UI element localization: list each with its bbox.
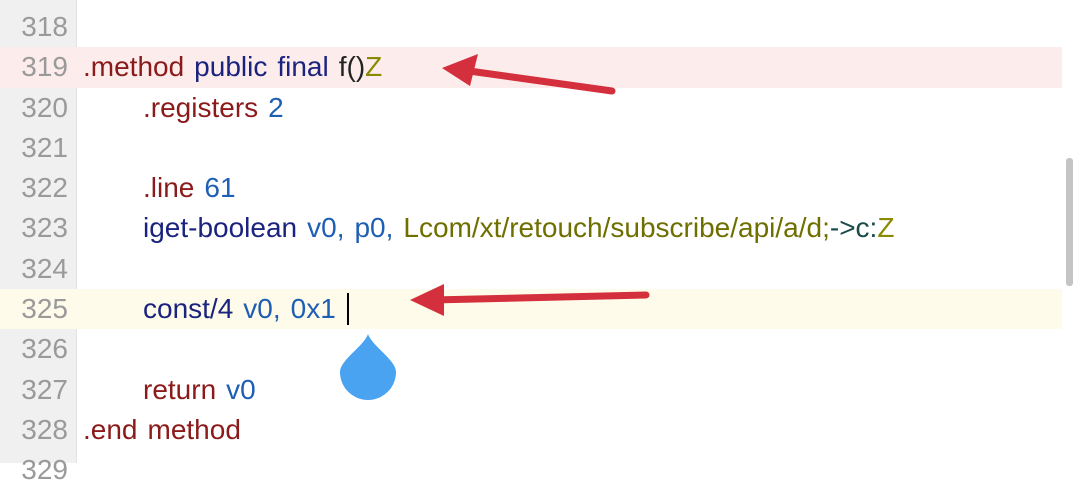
code-token: ->c:	[829, 212, 878, 244]
line-number: 328	[21, 413, 68, 445]
code-token: f()	[338, 51, 366, 83]
code-text: .method public final f()Z	[83, 47, 392, 87]
line-number: 322	[21, 172, 68, 204]
code-text: .line 61	[143, 168, 246, 208]
code-line[interactable]: 320 .registers 2	[0, 88, 1062, 128]
code-token: v0	[226, 373, 256, 405]
code-token: return	[143, 373, 217, 405]
code-token: iget-boolean	[143, 212, 298, 244]
code-line[interactable]: 328 .end method	[0, 410, 1062, 450]
code-line[interactable]: 324	[0, 249, 1062, 289]
annotation-arrows	[410, 54, 650, 316]
code-line[interactable]: 323 iget-boolean v0, p0, Lcom/xt/retouch/sub…	[0, 208, 1062, 248]
code-token: v0,	[243, 293, 281, 325]
code-token: const/4	[143, 293, 234, 325]
text-cursor-handle-icon[interactable]	[338, 332, 398, 400]
code-token: 2	[268, 91, 284, 123]
code-line[interactable]: 327 return v0	[0, 370, 1062, 410]
vertical-scrollbar[interactable]	[1066, 158, 1073, 286]
code-text: .registers 2	[143, 88, 294, 128]
code-token: 0x1	[290, 293, 336, 325]
text-caret	[346, 293, 349, 326]
line-number: 326	[21, 333, 68, 365]
code-line[interactable]: 326	[0, 329, 1062, 369]
code-token: 61	[204, 172, 236, 204]
code-token: v0,	[307, 212, 345, 244]
line-number: 324	[21, 252, 68, 284]
code-line[interactable]: 319 .method public final f()Z	[0, 47, 1062, 88]
code-text: const/4 v0, 0x1	[143, 289, 346, 329]
code-token: method	[147, 413, 241, 445]
code-token: .line	[143, 172, 195, 204]
code-token: Lcom/xt/retouch/subscribe/api/a/d;	[403, 212, 830, 244]
code-token: p0,	[354, 212, 394, 244]
line-number: 318	[21, 11, 68, 42]
code-line[interactable]: 318	[0, 7, 1062, 47]
code-token: final	[277, 51, 329, 83]
code-token: Z	[877, 212, 895, 244]
line-number: 325	[21, 293, 68, 325]
code-line[interactable]: 322 .line 61	[0, 168, 1062, 208]
arrow-to-line-319	[442, 54, 616, 95]
line-number: 319	[21, 51, 68, 83]
arrow-to-line-325	[410, 284, 650, 316]
line-number: 321	[21, 131, 68, 163]
code-token: .end	[83, 413, 138, 445]
code-text: return v0	[143, 370, 266, 410]
code-text: .end method	[83, 410, 251, 450]
line-number: 323	[21, 212, 68, 244]
code-token: .registers	[143, 91, 259, 123]
line-number: 320	[21, 91, 68, 123]
code-token: Z	[365, 51, 383, 83]
code-line[interactable]: 321	[0, 128, 1062, 168]
code-token: .method	[83, 51, 185, 83]
code-text: iget-boolean v0, p0, Lcom/xt/retouch/subscr…	[143, 208, 904, 248]
code-token: public	[194, 51, 268, 83]
line-number: 327	[21, 373, 68, 405]
